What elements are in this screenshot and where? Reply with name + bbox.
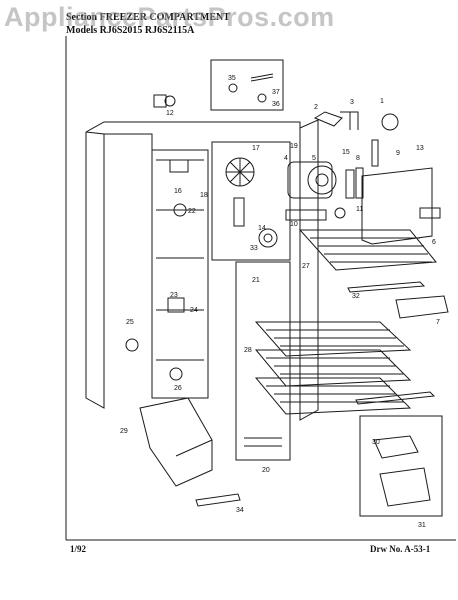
part-1 (381, 113, 399, 131)
models-value: RJ6S2015 RJ6S2115A (99, 25, 195, 36)
callout-12: 12 (166, 110, 174, 117)
callout-21: 21 (252, 277, 260, 284)
callout-28: 28 (244, 347, 252, 354)
wire-shelf-28-top (254, 321, 412, 357)
callout-4: 4 (284, 155, 288, 162)
callout-22: 22 (188, 208, 196, 215)
callout-11: 11 (356, 206, 363, 213)
part-37 (250, 73, 274, 82)
callout-2: 2 (314, 104, 318, 111)
part-23 (167, 297, 185, 313)
wire-shelf-27 (298, 229, 437, 271)
part-35 (228, 83, 238, 93)
part-26 (169, 367, 183, 381)
footer-date: 1/92 (70, 544, 87, 554)
callout-10: 10 (290, 221, 298, 228)
callout-17: 17 (252, 145, 260, 152)
footer-drawing-number: Drw No. A-53-1 (370, 544, 431, 554)
part-10 (285, 209, 327, 221)
section-label: Section (66, 12, 98, 23)
callout-5: 5 (312, 155, 316, 162)
evaporator-cover-13 (361, 167, 433, 245)
part-22 (173, 203, 187, 217)
part-2 (313, 111, 343, 127)
callout-20: 20 (262, 467, 270, 474)
part-14 (233, 197, 245, 227)
models-header: Models RJ6S2015 RJ6S2115A (66, 25, 194, 36)
callout-33: 33 (250, 245, 258, 252)
air-duct-20 (235, 261, 291, 461)
watermark: AppliancePartsPros.com (4, 2, 335, 32)
callout-24: 24 (190, 307, 198, 314)
callout-labels: 1 2 3 4 5 6 7 8 9 10 11 12 13 14 15 16 1… (120, 75, 440, 529)
part-33 (258, 228, 278, 248)
part-7 (395, 295, 449, 319)
callout-6: 6 (432, 239, 436, 246)
part-32-upper (347, 281, 426, 293)
rear-panel (211, 141, 291, 261)
callout-30: 30 (372, 439, 380, 446)
wire-shelf-28-bottom (254, 377, 412, 415)
callout-3: 3 (350, 99, 354, 106)
models-label: Models (66, 25, 98, 36)
part-25 (125, 338, 139, 352)
callout-32: 32 (352, 293, 360, 300)
callout-26: 26 (174, 385, 182, 392)
callout-31: 31 (418, 522, 426, 529)
part-8 (355, 167, 364, 199)
callout-37: 37 (272, 89, 280, 96)
part-36 (257, 93, 267, 103)
callout-34: 34 (236, 507, 244, 514)
motor-housing (307, 165, 337, 195)
callout-23: 23 (170, 292, 178, 299)
cabinet-top-edge (85, 119, 319, 421)
part-16 (169, 159, 189, 173)
callout-36: 36 (272, 101, 280, 108)
callout-29: 29 (120, 428, 128, 435)
callout-7: 7 (436, 319, 440, 326)
callout-1: 1 (380, 98, 384, 105)
part-3 (340, 111, 359, 130)
callout-35: 35 (228, 75, 236, 82)
part-30 (373, 435, 419, 459)
callout-25: 25 (126, 319, 134, 326)
callout-18: 18 (200, 192, 208, 199)
part-12 (153, 94, 167, 108)
part-34 (195, 493, 241, 507)
small-parts-box (210, 59, 284, 111)
fan-motor-5 (287, 161, 333, 199)
door-shelf-column (151, 149, 209, 399)
section-title: FREEZER COMPARTMENT (99, 12, 230, 23)
callout-15: 15 (342, 149, 350, 156)
part-9 (371, 139, 379, 167)
part-31 (379, 467, 431, 507)
callout-16: 16 (174, 188, 182, 195)
callout-14: 14 (258, 225, 266, 232)
callout-19: 19 (290, 143, 298, 150)
callout-13: 13 (416, 145, 424, 152)
ice-bin-box (359, 415, 443, 517)
bin-29 (139, 397, 213, 487)
callout-8: 8 (356, 155, 360, 162)
part-32-lower (355, 391, 436, 405)
callout-27: 27 (302, 263, 310, 270)
section-header: Section FREEZER COMPARTMENT (66, 12, 230, 23)
cabinet-left-wall (85, 131, 105, 409)
part-15 (345, 169, 355, 199)
wire-shelf-28-mid (254, 349, 412, 387)
part-6 (419, 207, 441, 219)
callout-9: 9 (396, 150, 400, 157)
